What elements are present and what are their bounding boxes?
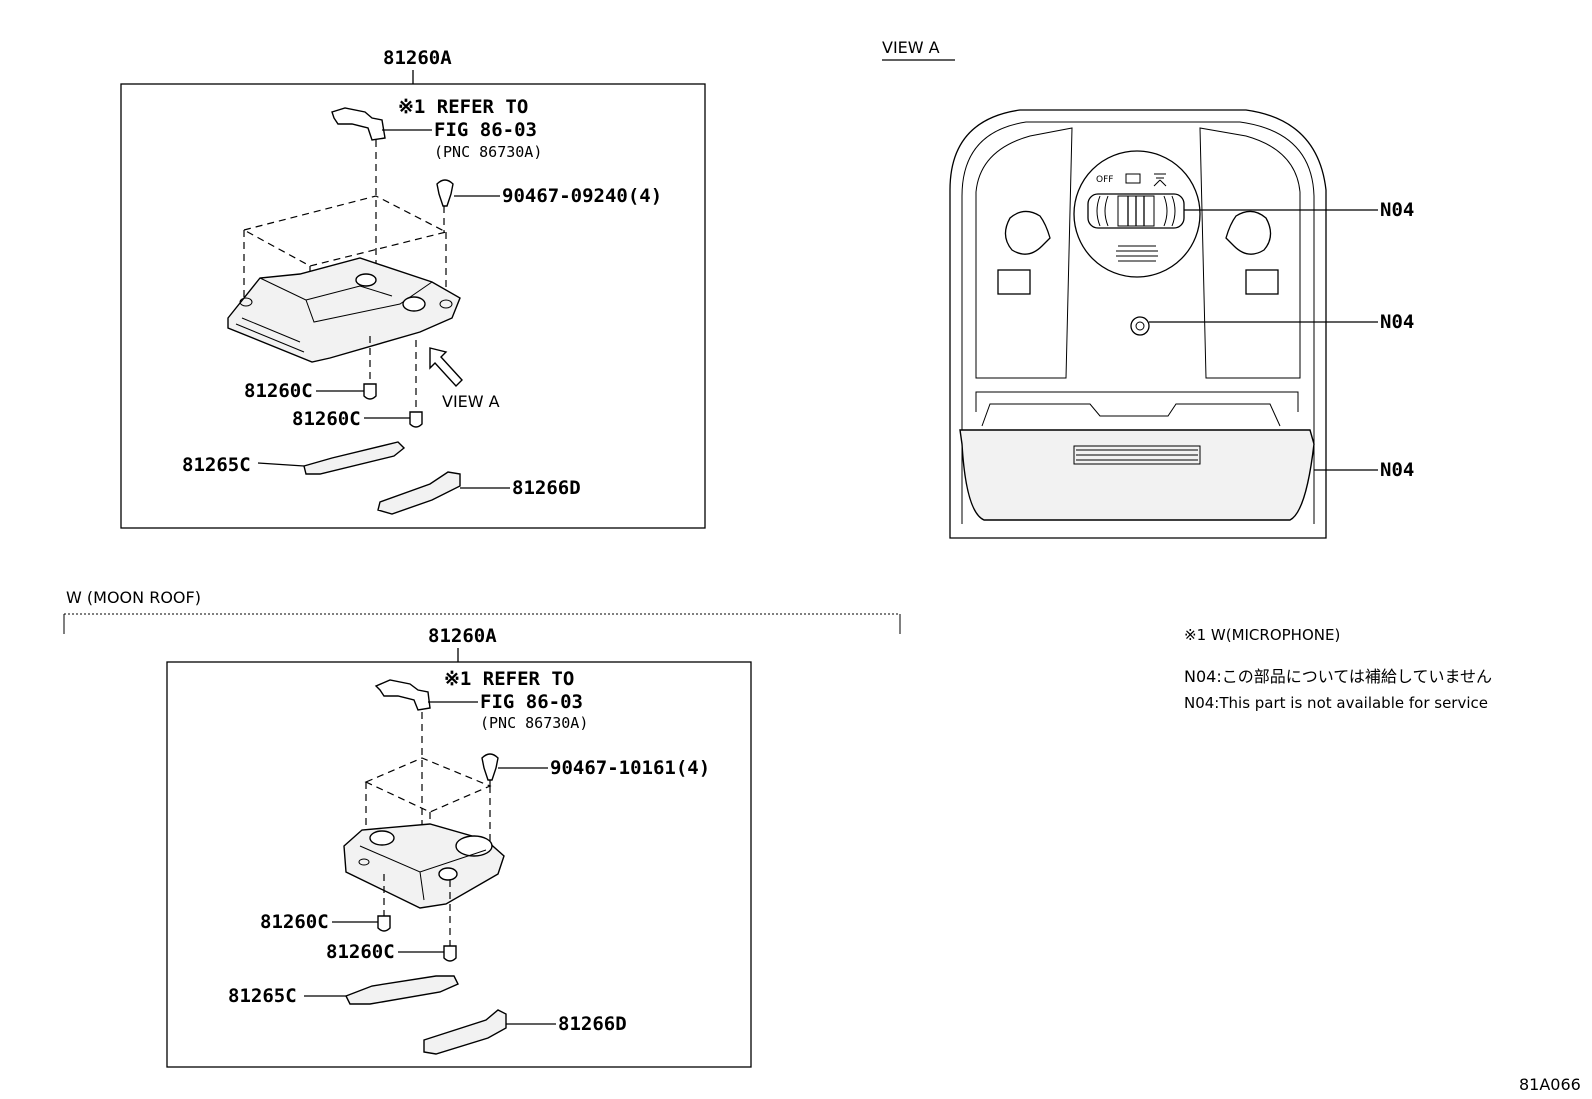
view-a-holder-frame	[975, 391, 1299, 412]
view-a-lamp-icon	[1153, 173, 1167, 187]
view-a-switch-housing	[1073, 150, 1201, 278]
top-bulb-1	[363, 383, 377, 400]
figure-code: 81A066	[1519, 1075, 1581, 1094]
view-a-title: VIEW A	[882, 38, 940, 57]
moon-roof-lens-right-label[interactable]: 81266D	[558, 1013, 627, 1035]
view-a-right-panel	[1199, 127, 1301, 379]
view-a-callout-3[interactable]: N04	[1380, 459, 1414, 481]
moon-roof-refer-line2: FIG 86-03	[480, 691, 583, 713]
moon-roof-lens-left-label[interactable]: 81265C	[228, 985, 297, 1007]
moon-roof-lens-right	[423, 1009, 507, 1055]
view-a-door-icon	[1125, 173, 1141, 184]
top-assembly-label[interactable]: 81260A	[383, 47, 452, 69]
top-view-arrow	[429, 347, 463, 388]
top-lens-right-label[interactable]: 81266D	[512, 477, 581, 499]
view-a-right-button	[1245, 269, 1279, 295]
top-lamp-body	[227, 257, 461, 363]
top-view-arrow-label: VIEW A	[442, 392, 500, 411]
view-a-callout-2[interactable]: N04	[1380, 311, 1414, 333]
view-a-map-switch[interactable]	[1087, 193, 1185, 229]
top-refer-line1: ※1 REFER TO	[398, 96, 528, 118]
view-a-console-outline	[949, 109, 1327, 539]
top-screw-label[interactable]: 90467-09240(4)	[502, 185, 662, 207]
top-refer-line2: FIG 86-03	[434, 119, 537, 141]
moon-roof-lens-left	[345, 975, 459, 1005]
top-microphone-bracket	[331, 107, 386, 141]
view-a-microphone-hole	[1130, 316, 1150, 336]
top-assembly-group: 81260A ※1 REFER TO FIG 86-03 (PNC 86730A…	[120, 47, 706, 529]
view-a-left-panel	[975, 127, 1073, 379]
moon-roof-microphone-bracket	[374, 679, 431, 711]
moon-roof-assembly-label[interactable]: 81260A	[428, 625, 497, 647]
top-lens-left	[303, 441, 406, 475]
moon-roof-bulb-1	[377, 915, 391, 932]
view-a-left-button	[997, 269, 1031, 295]
moon-roof-refer-line3: (PNC 86730A)	[480, 714, 588, 732]
moon-roof-bulb-2-label[interactable]: 81260C	[326, 941, 395, 963]
view-a-callout-1[interactable]: N04	[1380, 199, 1414, 221]
top-bulb-2-label[interactable]: 81260C	[292, 408, 361, 430]
moon-roof-screw-label[interactable]: 90467-10161(4)	[550, 757, 710, 779]
view-a-sunglass-holder[interactable]	[959, 429, 1315, 521]
view-a-switch-off-label: OFF	[1096, 175, 1113, 185]
note-microphone: ※1 W(MICROPHONE)	[1184, 626, 1340, 644]
top-bulb-1-label[interactable]: 81260C	[244, 380, 313, 402]
view-a-group: VIEW A OFF N04	[882, 38, 1414, 539]
top-bulb-2	[409, 411, 423, 428]
note-japanese: N04:この部品については補給していません	[1184, 667, 1492, 686]
moon-roof-bulb-1-label[interactable]: 81260C	[260, 911, 329, 933]
top-refer-line3: (PNC 86730A)	[434, 143, 542, 161]
view-a-left-lamp	[1004, 210, 1051, 255]
top-lens-right	[377, 471, 461, 515]
moon-roof-frame	[166, 661, 752, 1068]
moon-roof-bulb-2	[443, 945, 457, 962]
view-a-right-lamp	[1225, 210, 1272, 255]
top-screw	[436, 179, 454, 207]
notes-group: ※1 W(MICROPHONE) N04:この部品については補給していません N…	[1184, 626, 1492, 712]
moon-roof-refer-line1: ※1 REFER TO	[444, 668, 574, 690]
moon-roof-group: W (MOON ROOF) 81260A ※1 REFER TO FIG 86-…	[63, 588, 901, 1068]
view-a-speaker-grille	[1116, 245, 1158, 262]
top-lens-left-label[interactable]: 81265C	[182, 454, 251, 476]
note-english: N04:This part is not available for servi…	[1184, 694, 1488, 712]
moon-roof-section-label: W (MOON ROOF)	[66, 588, 201, 607]
moon-roof-screw	[481, 753, 499, 781]
top-assembly-frame	[120, 83, 706, 529]
